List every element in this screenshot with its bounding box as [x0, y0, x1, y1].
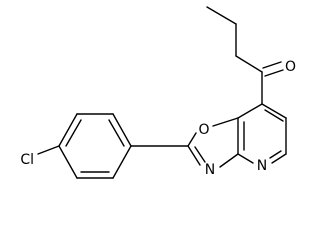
bond-n3-c3a: [219, 153, 239, 168]
bond-c7a-c7: [237, 103, 263, 119]
bond-c-cl: [37, 145, 60, 155]
molecule-drawing: O O N N Cl: [20, 6, 296, 179]
atom-chlorine: Cl: [20, 152, 34, 168]
bond-c2-n3-inner: [194, 146, 206, 163]
bond-c2-n3: [187, 145, 201, 166]
bond-c7-c6: [261, 103, 287, 119]
atom-ring-oxygen: O: [198, 122, 209, 138]
bond-ph-4: [58, 145, 78, 179]
atom-pyridine-nitrogen: N: [257, 158, 267, 174]
bond-ph-3: [58, 113, 78, 147]
bond-ph-6: [112, 145, 132, 179]
bond-carbonyl-double-b: [264, 69, 284, 77]
structure-diagram: O O N N Cl: [20, 6, 297, 179]
bond-n4-c3a: [237, 153, 254, 164]
bond-c7a-o1: [212, 117, 239, 127]
bond-chain-1: [206, 6, 237, 25]
atom-oxazole-nitrogen: N: [205, 162, 215, 178]
bond-c5-n4: [271, 153, 287, 164]
bond-o1-c2: [187, 132, 197, 147]
bond-ph-3-inner: [65, 119, 82, 147]
bond-ph-1: [112, 113, 132, 147]
bond-ph-1-inner: [108, 119, 125, 147]
bond-c7-c6-inner: [264, 109, 284, 122]
bond-carbonyl-double-a: [262, 61, 282, 69]
bond-chain-3: [235, 55, 263, 73]
bond-c5-n4-inner: [269, 150, 282, 159]
atom-carbonyl-oxygen: O: [285, 59, 296, 75]
